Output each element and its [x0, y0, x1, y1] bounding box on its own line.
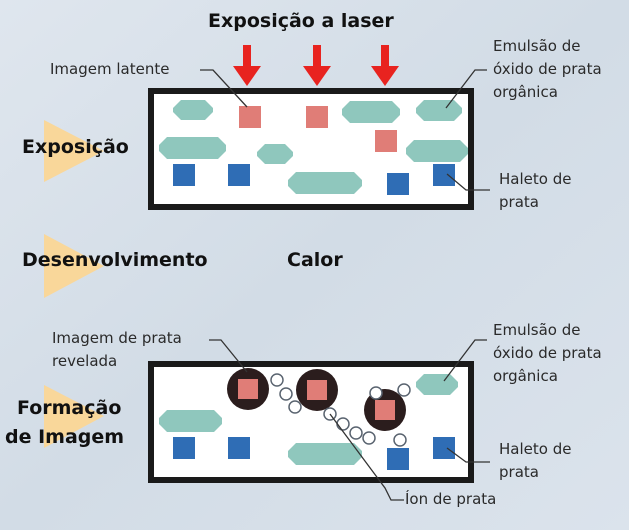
silver-halide-square: [228, 437, 250, 459]
leader-latent-image: [200, 69, 248, 108]
developed-silver-core: [375, 400, 395, 420]
emulsion-bottom-label-l1: Emulsão de: [493, 321, 581, 339]
latent-image-square: [239, 106, 261, 128]
leader-lines: [200, 69, 490, 501]
page-title: Exposição a laser: [208, 10, 394, 32]
emulsion-top-label-l1: Emulsão de: [493, 37, 581, 55]
emulsion-top-label-l2: óxido de prata: [493, 60, 602, 78]
emulsion-grain: [288, 172, 362, 194]
emulsion-grain: [173, 100, 213, 120]
silver-ion: [369, 386, 383, 400]
emulsion-grain: [159, 410, 222, 432]
silver-ion: [279, 387, 293, 401]
silver-ion: [288, 400, 302, 414]
halide-bottom-label-l1: Haleto de: [499, 440, 572, 458]
silver-ion: [349, 426, 363, 440]
silver-ion: [270, 373, 284, 387]
silver-ion: [362, 431, 376, 445]
silver-halide-square: [387, 173, 409, 195]
emulsion-grain: [416, 374, 458, 395]
emulsion-grain: [159, 137, 226, 159]
emulsion-grain: [342, 101, 400, 123]
laser-arrow-3: [371, 45, 399, 86]
laser-arrow-1: [233, 45, 261, 86]
step-exposure-label: Exposição: [22, 136, 129, 158]
silver-halide-square: [433, 437, 455, 459]
silver-ion: [393, 433, 407, 447]
silver-ion: [397, 383, 411, 397]
silver-halide-square: [433, 164, 455, 186]
halide-top-label-l2: prata: [499, 193, 539, 211]
latent-image-square: [375, 130, 397, 152]
leader-developed: [209, 339, 248, 373]
emulsion-top-label-l3: orgânica: [493, 83, 558, 101]
step-heat-label: Calor: [287, 249, 343, 271]
emulsion-bottom-label-l2: óxido de prata: [493, 344, 602, 362]
developed-label-l2: revelada: [52, 352, 118, 370]
developed-label-l1: Imagem de prata: [52, 329, 182, 347]
exposure-step-triangle: [44, 120, 104, 182]
leader-halide-bottom: [446, 447, 490, 463]
step-development-label: Desenvolvimento: [22, 249, 208, 271]
silver-halide-square: [228, 164, 250, 186]
emulsion-grain: [257, 144, 293, 164]
formation-step-triangle: [44, 385, 104, 448]
leader-silver-ion: [329, 413, 404, 501]
silver-halide-square: [173, 164, 195, 186]
halide-top-label-l1: Haleto de: [499, 170, 572, 188]
emulsion-grain: [416, 100, 462, 121]
silver-halide-square: [173, 437, 195, 459]
latent-image-label: Imagem latente: [50, 60, 170, 78]
development-step-triangle: [44, 234, 104, 298]
silver-halide-square: [387, 448, 409, 470]
leader-halide-top: [446, 173, 490, 191]
leader-emulsion-bottom: [443, 339, 487, 382]
emulsion-bottom-label-l3: orgânica: [493, 367, 558, 385]
developed-silver-core: [307, 380, 327, 400]
leader-emulsion-top: [445, 69, 487, 109]
silver-ion-label: Íon de prata: [405, 490, 497, 508]
latent-image-square: [306, 106, 328, 128]
halide-bottom-label-l2: prata: [499, 463, 539, 481]
step-formation-label-line2: de Imagem: [5, 426, 125, 448]
laser-arrow-2: [303, 45, 331, 86]
step-formation-label-line1: Formação: [17, 397, 122, 419]
emulsion-grain: [288, 443, 362, 465]
silver-ion: [336, 417, 350, 431]
developed-silver-core: [238, 379, 258, 399]
emulsion-grain: [406, 140, 468, 162]
